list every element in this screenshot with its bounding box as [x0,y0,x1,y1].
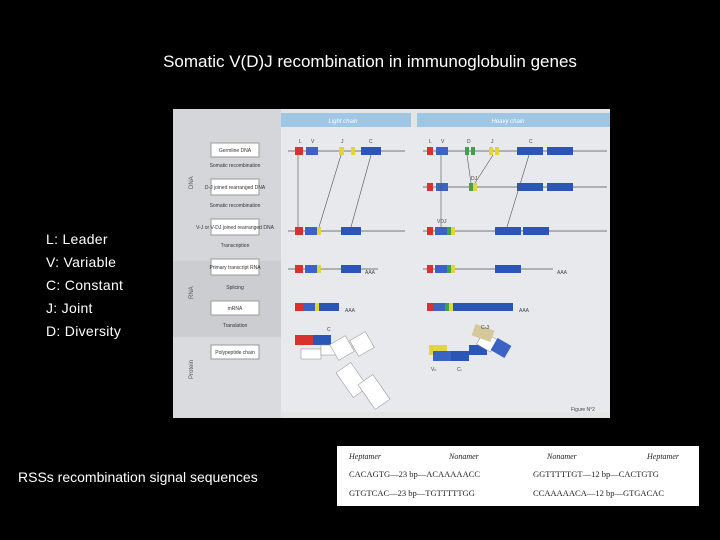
heavy-c-label: C [529,139,533,145]
rss-nonamer-left-header: Nonamer [448,452,480,461]
light-c-label: C [369,139,373,145]
germline-box [210,142,260,158]
legend-constant: C: Constant [46,277,124,293]
heavy-chain-genes: L V D J C DJ VDJ [423,139,607,314]
light-j-label: J [341,139,344,145]
heavy-chain-header [417,113,610,127]
polypeptide-ch-label: Cₕ3 [481,325,490,331]
rss-row2-right: CCAAAAACA—12 bp—GTGACAC [533,488,664,498]
primary-label: Primary transcript RNA [209,265,261,271]
primary-box [210,258,260,276]
heavy-aaa-1: AAA [557,270,568,276]
light-l-label: L [299,139,302,145]
heavy-vdj-label: VDJ [437,219,447,225]
antibody-illustration: C Vₕ Cₗ Cₕ3 [295,323,512,410]
rss-nonamer-right-header: Nonamer [546,452,578,461]
rss-sequence-panel: Heptamer Nonamer Nonamer Heptamer CACAGT… [337,446,699,506]
legend: L: Leader V: Variable C: Constant J: Joi… [46,228,123,343]
splicing-label: Splicing [226,285,244,291]
rss-row1-left: CACAGTG—23 bp—ACAAAAACC [349,469,480,479]
light-chain-genes: L V J C AAA AAA [288,139,405,314]
polypeptide-c-label: C [327,327,331,333]
heavy-dj-label: DJ [471,176,478,182]
joined-box [210,178,260,196]
rss-label: RSSs recombination signal sequences [18,469,258,485]
heavy-j-label: J [491,139,494,145]
joined-label: D-J joined rearranged DNA [205,185,266,191]
light-aaa-1: AAA [365,270,376,276]
light-chain-header [281,113,411,127]
figure-caption: Figure N°2 [571,407,595,413]
rss-row1-right: GGTTTTTGT—12 bp—CACTGTG [533,469,659,479]
heavy-v-label: V [441,139,445,145]
legend-leader: L: Leader [46,231,108,247]
mrna-box [210,300,260,316]
mrna-label: mRNA [228,306,243,312]
light-chain-label: Light chain [328,119,358,125]
polypeptide-box [210,344,260,360]
somatic1-label: Somatic recombination [210,163,261,169]
polypeptide-vh-label: Vₕ [431,367,436,373]
heavy-l-label: L [429,139,432,145]
rna-side-label: RNA [189,286,195,299]
heavy-d-label: D [467,139,471,145]
legend-variable: V: Variable [46,254,117,270]
translation-label: Translation [223,323,248,329]
rss-heptamer-left-header: Heptamer [348,452,382,461]
protein-side-label: Protein [189,360,195,379]
light-aaa-2: AAA [345,308,356,314]
somatic2-label: Somatic recombination [210,203,261,209]
recombination-figure: DNA RNA Protein Germline DNA Somatic rec… [173,109,610,418]
heavy-aaa-2: AAA [519,308,530,314]
polypeptide-cl-label: Cₗ [457,367,462,373]
heavy-chain-label: Heavy chain [491,119,525,125]
transcription-label: Transcription [221,243,250,249]
dna-side-label: DNA [189,176,195,189]
polypeptide-label: Polypeptide chain [215,350,255,356]
light-v-label: V [311,139,315,145]
vj-box [210,218,260,236]
rss-heptamer-right-header: Heptamer [646,452,680,461]
vj-label: V-J or V-DJ joined rearranged DNA [196,225,274,231]
rss-row2-left: GTGTCAC—23 bp—TGTTTTTGG [349,488,475,498]
germline-label: Germline DNA [219,148,252,154]
legend-joint: J: Joint [46,300,93,316]
page-title: Somatic V(D)J recombination in immunoglo… [163,52,577,71]
legend-diversity: D: Diversity [46,323,122,339]
